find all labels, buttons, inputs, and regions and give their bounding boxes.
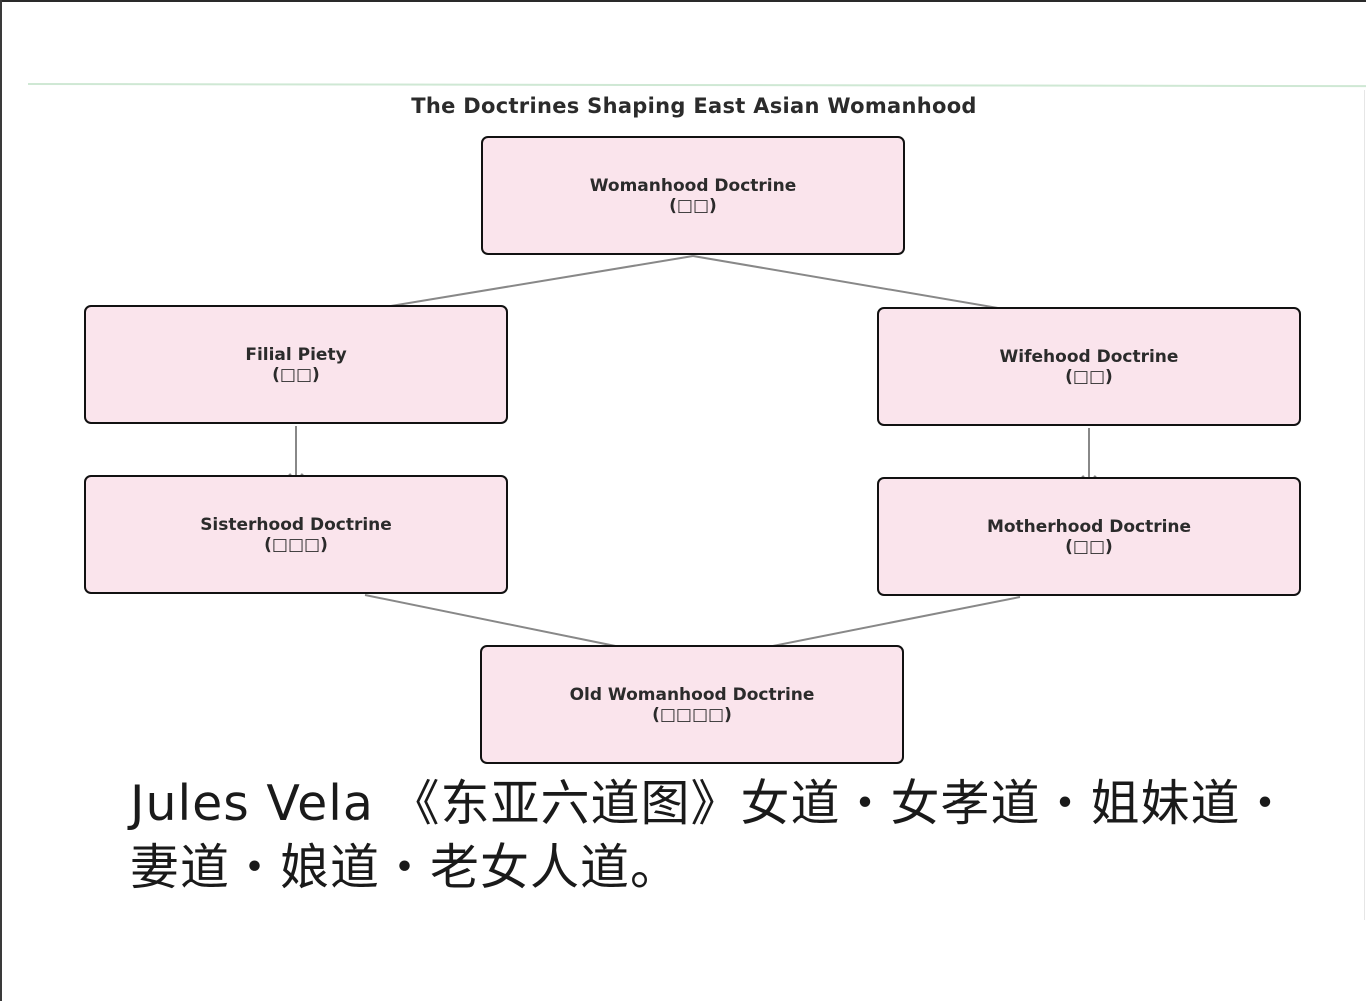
node-label: Old Womanhood Doctrine [569, 684, 815, 705]
node-old-womanhood-doctrine: Old Womanhood Doctrine (□□□□) [480, 645, 904, 764]
node-sisterhood-doctrine: Sisterhood Doctrine (□□□) [84, 475, 508, 594]
node-sublabel: (□□□) [264, 534, 328, 555]
frame-left-border [0, 0, 2, 1001]
node-sublabel: (□□) [1065, 536, 1113, 557]
frame-right-border [1364, 90, 1365, 920]
caption-text: Jules Vela 《东亚六道图》女道・女孝道・姐妹道・ 妻道・娘道・老女人道… [130, 772, 1350, 900]
node-sublabel: (□□□□) [652, 704, 732, 725]
node-sublabel: (□□) [1065, 366, 1113, 387]
caption-line-1: Jules Vela 《东亚六道图》女道・女孝道・姐妹道・ [130, 775, 1291, 832]
node-womanhood-doctrine: Womanhood Doctrine (□□) [481, 136, 905, 255]
node-sublabel: (□□) [272, 364, 320, 385]
diagram-title: The Doctrines Shaping East Asian Womanho… [411, 94, 977, 118]
node-wifehood-doctrine: Wifehood Doctrine (□□) [877, 307, 1301, 426]
node-label: Filial Piety [245, 344, 347, 365]
node-sublabel: (□□) [669, 195, 717, 216]
node-label: Sisterhood Doctrine [200, 514, 392, 535]
node-filial-piety: Filial Piety (□□) [84, 305, 508, 424]
frame-top-border [0, 0, 1366, 2]
caption-line-2: 妻道・娘道・老女人道。 [130, 839, 681, 896]
node-motherhood-doctrine: Motherhood Doctrine (□□) [877, 477, 1301, 596]
node-label: Motherhood Doctrine [986, 516, 1192, 537]
node-label: Wifehood Doctrine [999, 346, 1179, 367]
node-label: Womanhood Doctrine [589, 175, 797, 196]
